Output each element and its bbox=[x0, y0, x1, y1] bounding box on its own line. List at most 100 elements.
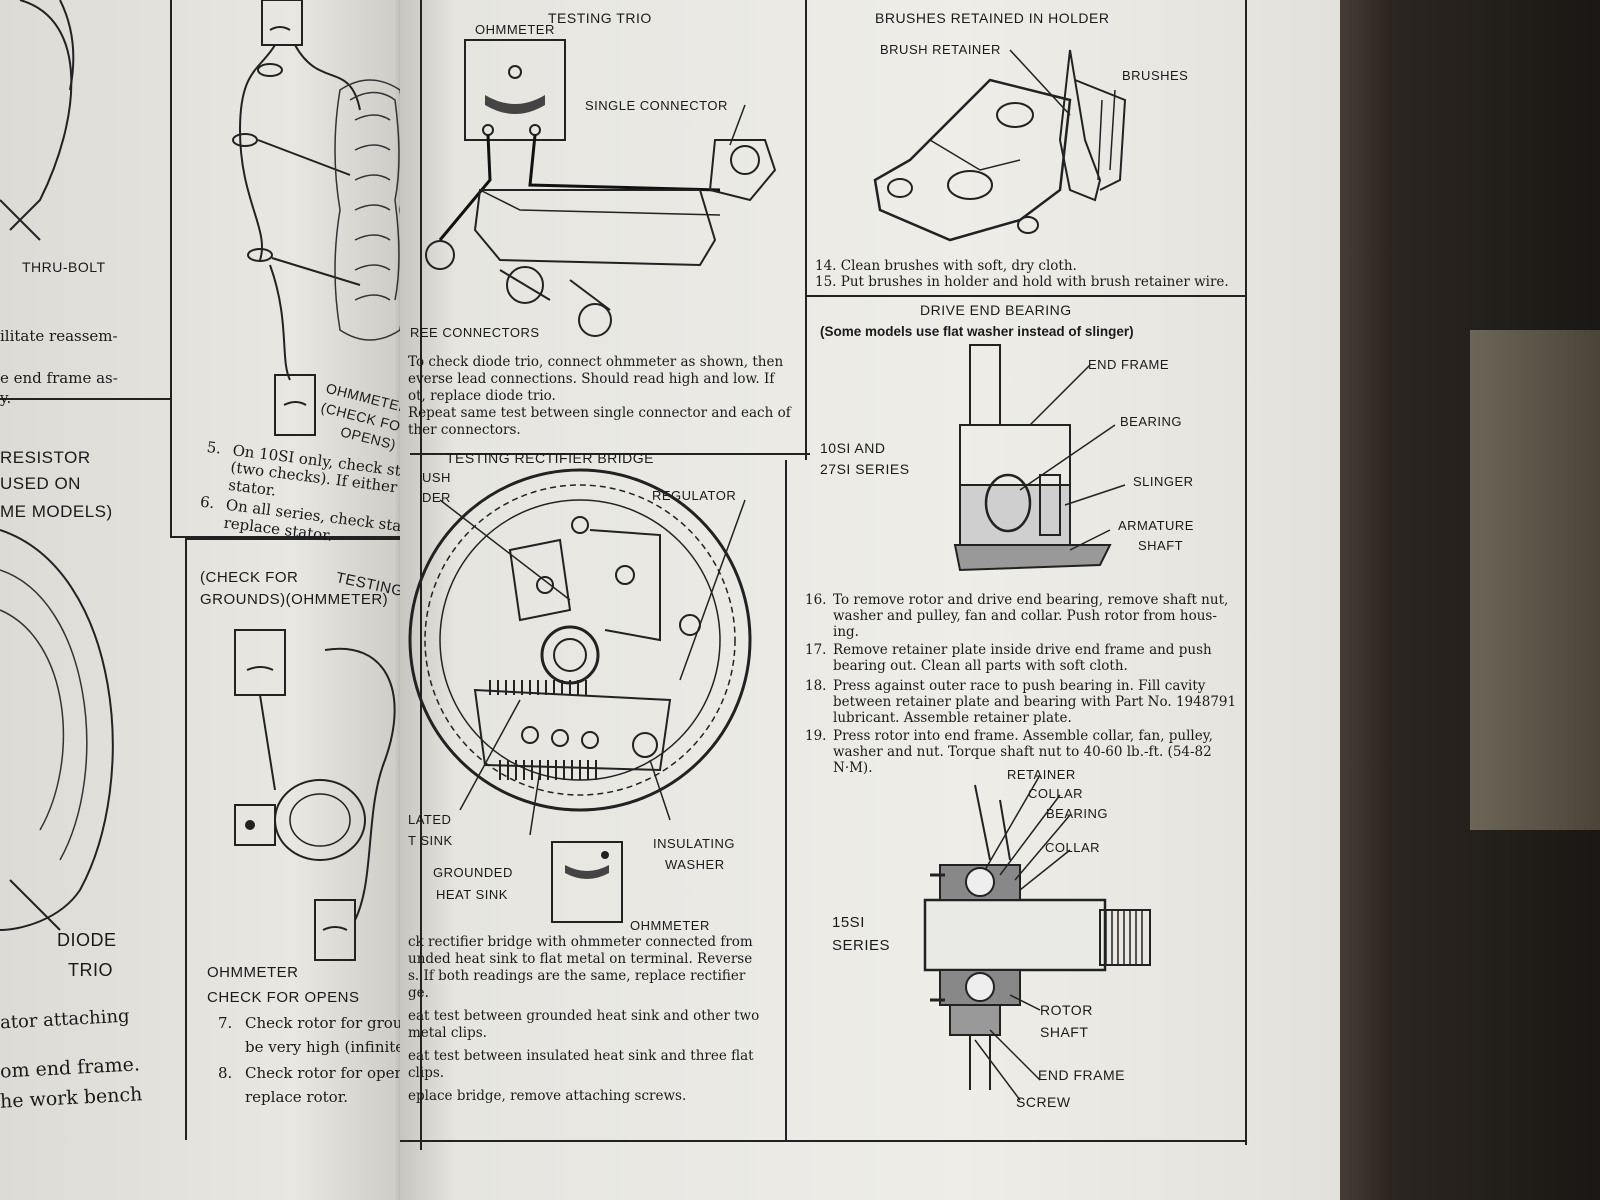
rectifier-body-6: metal clips. bbox=[408, 1025, 487, 1041]
series-15si-2: SERIES bbox=[832, 937, 891, 954]
trio-body-1: To check diode trio, connect ohmmeter as… bbox=[408, 354, 784, 370]
step-7-num: 7. bbox=[218, 1014, 233, 1032]
rectifier-body-7: eat test between insulated heat sink and… bbox=[408, 1048, 754, 1064]
step-19-line-3: N·M). bbox=[833, 760, 873, 776]
left-divider bbox=[0, 398, 170, 400]
series-10si-1: 10SI AND bbox=[820, 440, 886, 456]
testing-trio-title: TESTING TRIO bbox=[548, 10, 652, 26]
left-text-1: ilitate reassem- bbox=[0, 327, 118, 345]
left-page: THRU-BOLT ilitate reassem- e end frame a… bbox=[0, 0, 433, 1200]
thru-bolt-label: THRU-BOLT bbox=[22, 259, 106, 275]
diode-trio-illustration bbox=[0, 529, 114, 931]
left-text-3: y. bbox=[0, 389, 12, 407]
step-16-line-1: To remove rotor and drive end bearing, r… bbox=[833, 592, 1229, 608]
step-18-num: 18. bbox=[805, 678, 827, 694]
step-18-line-2: between retainer plate and bearing with … bbox=[833, 694, 1237, 710]
grounded-sink-label-2: HEAT SINK bbox=[436, 887, 508, 902]
check-grounds-1: (CHECK FOR bbox=[200, 569, 299, 586]
rectifier-ohmmeter-label: OHMMETER bbox=[630, 918, 710, 933]
step-17-line-2: bearing out. Clean all parts with soft c… bbox=[833, 658, 1128, 674]
step-16-num: 16. bbox=[805, 592, 827, 608]
ohmmeter-check-2: CHECK FOR OPENS bbox=[207, 989, 360, 1006]
frame-bottom-line bbox=[400, 1140, 1247, 1142]
step-16-line-2: washer and pulley, fan and collar. Push … bbox=[833, 608, 1217, 624]
right-page: TESTING TRIO OHMMETER SINGLE CONNECTOR R… bbox=[400, 0, 1340, 1200]
grounded-sink-label-1: GROUNDED bbox=[433, 865, 513, 880]
rotor-illustration bbox=[234, 629, 396, 961]
step-6-num: 6. bbox=[199, 492, 216, 513]
trio-body-2: everse lead connections. Should read hig… bbox=[408, 371, 775, 387]
drive-end-bearing-illustration bbox=[953, 344, 1126, 572]
insulated-sink-label-1: LATED bbox=[408, 812, 452, 827]
rectifier-body-8: clips. bbox=[408, 1065, 445, 1081]
end-frame-label-2: END FRAME bbox=[1038, 1067, 1125, 1083]
step-7-line-2: be very high (infinite). bbox=[245, 1038, 415, 1056]
check-grounds-2: GROUNDS)(OHMMETER) bbox=[200, 591, 389, 608]
brush-holder-label-1: USH bbox=[422, 470, 451, 485]
series-10si-2: 27SI SERIES bbox=[820, 461, 910, 477]
rectifier-ohmmeter-illustration bbox=[551, 841, 623, 923]
trio-divider bbox=[410, 453, 810, 455]
drive-end-title: DRIVE END BEARING bbox=[920, 302, 1072, 318]
frame-mid-line-top bbox=[805, 0, 807, 460]
trio-illustration bbox=[425, 39, 777, 337]
drive-end-subtitle: (Some models use flat washer instead of … bbox=[820, 324, 1134, 339]
resistor-label-3: ME MODELS) bbox=[0, 502, 113, 521]
resistor-label-2: USED ON bbox=[0, 474, 81, 493]
brushes-label: BRUSHES bbox=[1122, 68, 1189, 83]
diode-trio-label-1: DIODE bbox=[57, 930, 117, 950]
series-15si-1: 15SI bbox=[832, 914, 865, 931]
brushes-step-14: 14. Clean brushes with soft, dry cloth. bbox=[815, 258, 1077, 274]
rectifier-body-4: ge. bbox=[408, 985, 429, 1001]
rectifier-body-5: eat test between grounded heat sink and … bbox=[408, 1008, 760, 1024]
left-divider-2 bbox=[185, 538, 420, 540]
background-binder bbox=[1470, 330, 1600, 830]
step-16-line-3: ing. bbox=[833, 624, 859, 640]
left-text-4: ator attaching bbox=[0, 1005, 131, 1034]
step-17-line-1: Remove retainer plate inside drive end f… bbox=[833, 642, 1212, 658]
trio-ohmmeter-label: OHMMETER bbox=[475, 22, 555, 37]
ohmmeter-check-1: OHMMETER bbox=[207, 964, 299, 981]
insulating-washer-label-1: INSULATING bbox=[653, 836, 736, 851]
left-text-2: e end frame as- bbox=[0, 369, 118, 387]
collar-label-1: COLLAR bbox=[1028, 786, 1084, 801]
left-text-5: om end frame. bbox=[0, 1053, 141, 1083]
armature-shaft-2: SHAFT bbox=[1138, 538, 1184, 553]
brush-holder-illustration bbox=[873, 49, 1127, 242]
rectifier-body-9: eplace bridge, remove attaching screws. bbox=[408, 1088, 687, 1104]
rectifier-body-1: ck rectifier bridge with ohmmeter connec… bbox=[408, 934, 753, 950]
trio-body-4: Repeat same test between single connecto… bbox=[408, 405, 791, 421]
trio-body-3: ot, replace diode trio. bbox=[408, 388, 556, 404]
insulated-sink-label-2: T SINK bbox=[408, 833, 453, 848]
rotor-shaft-2: SHAFT bbox=[1040, 1024, 1089, 1040]
screw-label: SCREW bbox=[1016, 1094, 1071, 1110]
brush-holder-label-2: DER bbox=[422, 490, 451, 505]
rectifier-body-2: unded heat sink to flat metal on termina… bbox=[408, 951, 753, 967]
rotor-shaft-1: ROTOR bbox=[1040, 1002, 1093, 1018]
brush-retainer-label: BRUSH RETAINER bbox=[880, 42, 1001, 57]
step-8-line-2: replace rotor. bbox=[245, 1088, 348, 1106]
trio-body-5: ther connectors. bbox=[408, 422, 521, 438]
step-8-num: 8. bbox=[218, 1064, 233, 1082]
collar-label-2: COLLAR bbox=[1045, 840, 1101, 855]
step-19-line-1: Press rotor into end frame. Assemble col… bbox=[833, 728, 1213, 744]
slinger-label: SLINGER bbox=[1133, 474, 1194, 489]
rectifier-body-3: s. If both readings are the same, replac… bbox=[408, 968, 746, 984]
insulating-washer-label-2: WASHER bbox=[665, 857, 725, 872]
brushes-step-15: 15. Put brushes in holder and hold with … bbox=[815, 274, 1229, 290]
end-frame-label: END FRAME bbox=[1088, 357, 1170, 372]
bearing-label: BEARING bbox=[1120, 414, 1183, 429]
armature-shaft-1: ARMATURE bbox=[1118, 518, 1194, 533]
frame-right-line bbox=[1245, 0, 1247, 1145]
bearing-label-2: BEARING bbox=[1046, 806, 1109, 821]
rectifier-title: TESTING RECTIFIER BRIDGE bbox=[446, 450, 655, 466]
diode-trio-label-2: TRIO bbox=[68, 960, 113, 980]
brushes-title: BRUSHES RETAINED IN HOLDER bbox=[875, 10, 1110, 26]
step-17-num: 17. bbox=[805, 642, 827, 658]
rectifier-illustration bbox=[408, 468, 752, 836]
step-18-line-3: lubricant. Assemble retainer plate. bbox=[833, 710, 1072, 726]
step-7-line-1: Check rotor for grounds bbox=[245, 1014, 430, 1032]
three-connectors-label: REE CONNECTORS bbox=[410, 325, 540, 340]
retainer-label: RETAINER bbox=[1007, 767, 1076, 782]
step-8-line-1: Check rotor for opens. bbox=[245, 1064, 417, 1082]
